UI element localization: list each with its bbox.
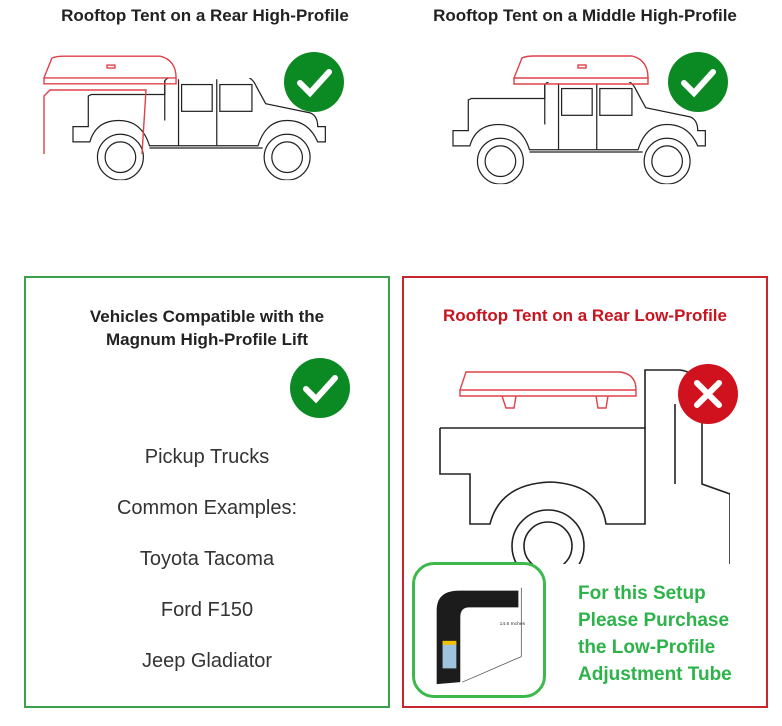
check-icon [290,358,350,418]
middle-high-profile-title: Rooftop Tent on a Middle High-Profile [433,6,737,25]
note-line: For this Setup [578,583,706,604]
list-item: Ford F150 [160,599,254,621]
adjustment-tube-product-image: 14.6 Inches [412,562,546,698]
hitch-dimension-label: 14.6 Inches [500,621,526,627]
check-icon [284,52,344,112]
compatible-title-line1: Vehicles Compatible with the [89,307,325,326]
hitch-tube-illustration: 14.6 Inches [436,587,526,685]
x-icon [678,364,738,424]
note-line: the Low-Profile [578,637,716,658]
compatible-title: Vehicles Compatible with the Magnum High… [26,305,388,351]
purchase-note: For this Setup Please Purchase the Low-P… [578,580,732,688]
list-item: Jeep Gladiator [141,650,273,672]
rooftop-tent-illustration [42,54,180,88]
note-line: Adjustment Tube [578,664,732,685]
check-icon [668,52,728,112]
camper-shell-illustration [43,89,147,155]
note-line: Please Purchase [578,610,730,631]
rear-high-profile-title: Rooftop Tent on a Rear High-Profile [61,6,349,25]
rear-low-profile-title: Rooftop Tent on a Rear Low-Profile [443,306,727,325]
list-item: Common Examples: [116,497,298,519]
compatible-vehicles-panel: Vehicles Compatible with the Magnum High… [24,276,390,708]
list-item: Toyota Tacoma [139,548,275,570]
compatible-title-line2: Magnum High-Profile Lift [105,330,309,349]
rear-low-profile-panel: Rooftop Tent on a Rear Low-Profile 14.6 … [402,276,768,708]
list-item: Pickup Trucks [144,446,270,468]
rooftop-tent-illustration [508,54,656,88]
